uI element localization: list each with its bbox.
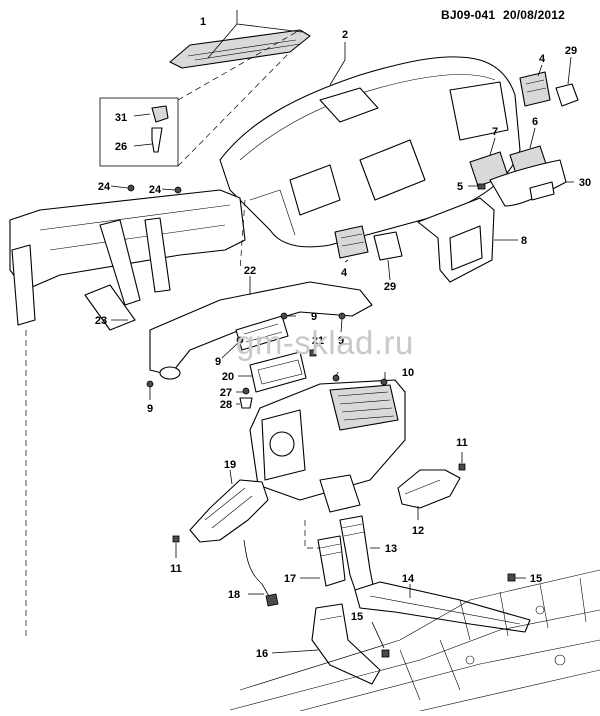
leader-4-29-upper — [537, 56, 572, 85]
callout-4-upper: 4 — [539, 53, 546, 65]
part-4-vent-upper — [519, 71, 551, 107]
callout-numbers: 1 2 29 4 31 26 7 6 5 30 24 24 8 22 4 29 … — [95, 16, 591, 660]
callout-27: 27 — [220, 387, 232, 399]
part-12-duct — [397, 469, 461, 509]
part-1-defroster-grille — [169, 29, 311, 69]
callout-29-lower: 29 — [384, 281, 396, 293]
inset-callout-lines — [177, 29, 301, 167]
callout-10: 10 — [402, 367, 414, 379]
part-29-bezel-lower — [373, 231, 403, 261]
leaders-20-21 — [238, 345, 317, 377]
leaders-24-23 — [110, 185, 176, 321]
part-17-duct — [317, 535, 346, 587]
diagram-date: 20/08/2012 — [503, 8, 566, 22]
callout-11-left: 11 — [170, 563, 182, 575]
part-15-fasteners — [381, 573, 516, 658]
callout-23: 23 — [95, 315, 107, 327]
callout-9-right: 9 — [338, 335, 344, 347]
leaders-4-29-lower — [344, 259, 391, 281]
callout-13: 13 — [385, 543, 397, 555]
callout-30: 30 — [579, 177, 591, 189]
callout-1: 1 — [200, 16, 206, 28]
callout-17: 17 — [284, 573, 296, 585]
leader-1 — [207, 10, 303, 59]
part-9-bolts — [146, 312, 346, 388]
floor-pan — [229, 569, 600, 712]
leaders-10 — [335, 371, 386, 380]
leaders-11 — [175, 452, 463, 558]
part-18-drain-hose — [243, 539, 279, 607]
diagram-code: BJ09-041 — [441, 8, 496, 22]
mount-line-center — [304, 520, 320, 549]
callout-12: 12 — [412, 525, 424, 537]
callout-8: 8 — [521, 235, 527, 247]
part-23-crosscar-beam — [9, 189, 246, 331]
mount-line-beam — [239, 199, 246, 271]
part-2-instrument-panel — [219, 56, 521, 248]
callout-6: 6 — [532, 116, 538, 128]
callout-26: 26 — [115, 141, 127, 153]
callout-2: 2 — [342, 29, 348, 41]
part-27-28-fasteners — [239, 387, 253, 409]
callout-24-right: 24 — [149, 184, 162, 196]
callout-28: 28 — [220, 399, 232, 411]
callout-29-upper: 29 — [565, 45, 577, 57]
watermark: gm-sklad.ru — [236, 324, 414, 361]
leader-2 — [329, 42, 346, 86]
callout-9-left: 9 — [147, 403, 153, 415]
callout-21: 21 — [312, 335, 324, 347]
part-4-vent-lower — [334, 225, 369, 259]
callout-11-right: 11 — [456, 437, 468, 449]
callout-24-left: 24 — [98, 181, 111, 193]
part-29-bezel-upper — [555, 83, 579, 107]
callout-7: 7 — [492, 126, 498, 138]
part-hvac-module — [249, 374, 406, 513]
callout-20: 20 — [222, 371, 234, 383]
callout-22: 22 — [244, 265, 256, 277]
inset-box-31-26 — [99, 97, 179, 167]
leader-19 — [229, 469, 233, 485]
part-5-clip — [477, 183, 486, 190]
leaders-15 — [371, 577, 526, 649]
leaders-9 — [149, 315, 343, 400]
leader-16 — [271, 649, 319, 654]
callout-9-mid: 9 — [215, 356, 221, 368]
callout-18: 18 — [228, 589, 240, 601]
callout-31: 31 — [115, 112, 127, 124]
leaders-27-28 — [236, 391, 243, 405]
part-16-rear-duct — [311, 603, 381, 685]
part-14-rear-duct — [354, 581, 531, 633]
part-19-duct — [189, 479, 269, 543]
part-20-filter-cover — [249, 351, 307, 393]
leaders-right — [468, 127, 574, 241]
part-11-clips — [172, 463, 466, 543]
callout-9-upper: 9 — [311, 311, 317, 323]
part-8-center-bezel — [417, 197, 495, 283]
leaders-13-17 — [300, 547, 380, 579]
callout-15-lower: 15 — [351, 611, 363, 623]
callout-14: 14 — [402, 573, 415, 585]
callout-5: 5 — [457, 181, 463, 193]
part-22-air-duct — [149, 281, 373, 380]
callout-19: 19 — [224, 459, 236, 471]
callout-16: 16 — [256, 648, 268, 660]
callout-4-lower: 4 — [341, 267, 348, 279]
callout-15-right: 15 — [530, 573, 542, 585]
